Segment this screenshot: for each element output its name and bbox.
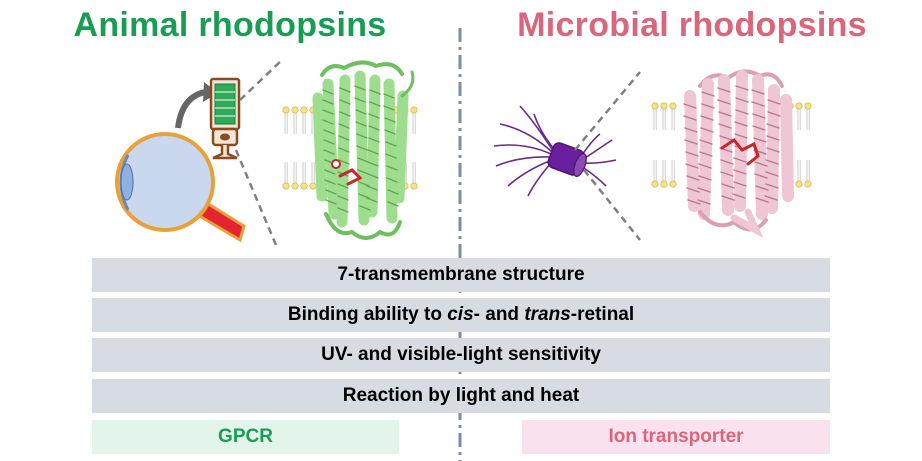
arrow-icon <box>175 89 207 129</box>
feature-light-sensitivity: UV- and visible-light sensitivity <box>92 338 830 372</box>
protein-structure-icon <box>312 60 415 240</box>
binding-prefix: Binding ability to <box>287 304 448 325</box>
illustration-panel <box>115 59 812 246</box>
microbial-rhodopsins-title: Microbial rhodopsins <box>517 6 867 44</box>
binding-cis: cis <box>447 304 474 325</box>
eye-icon <box>115 132 246 243</box>
binding-middle: - and <box>473 304 525 325</box>
animal-rhodopsins-title: Animal rhodopsins <box>73 6 387 44</box>
binding-suffix: -retinal <box>570 304 635 325</box>
ion-transporter-label: Ion transporter <box>522 420 830 454</box>
photoreceptor-cell-icon <box>209 77 241 160</box>
microbial-protein-structure-icon <box>683 69 794 239</box>
gpcr-label: GPCR <box>92 420 399 454</box>
binding-trans: trans <box>524 304 571 325</box>
feature-retinal-binding: Binding ability to cis- and trans-retina… <box>92 298 830 332</box>
feature-7tm-structure: 7-transmembrane structure <box>92 258 830 292</box>
feature-reaction: Reaction by light and heat <box>92 379 830 413</box>
microbe-icon <box>493 105 617 197</box>
